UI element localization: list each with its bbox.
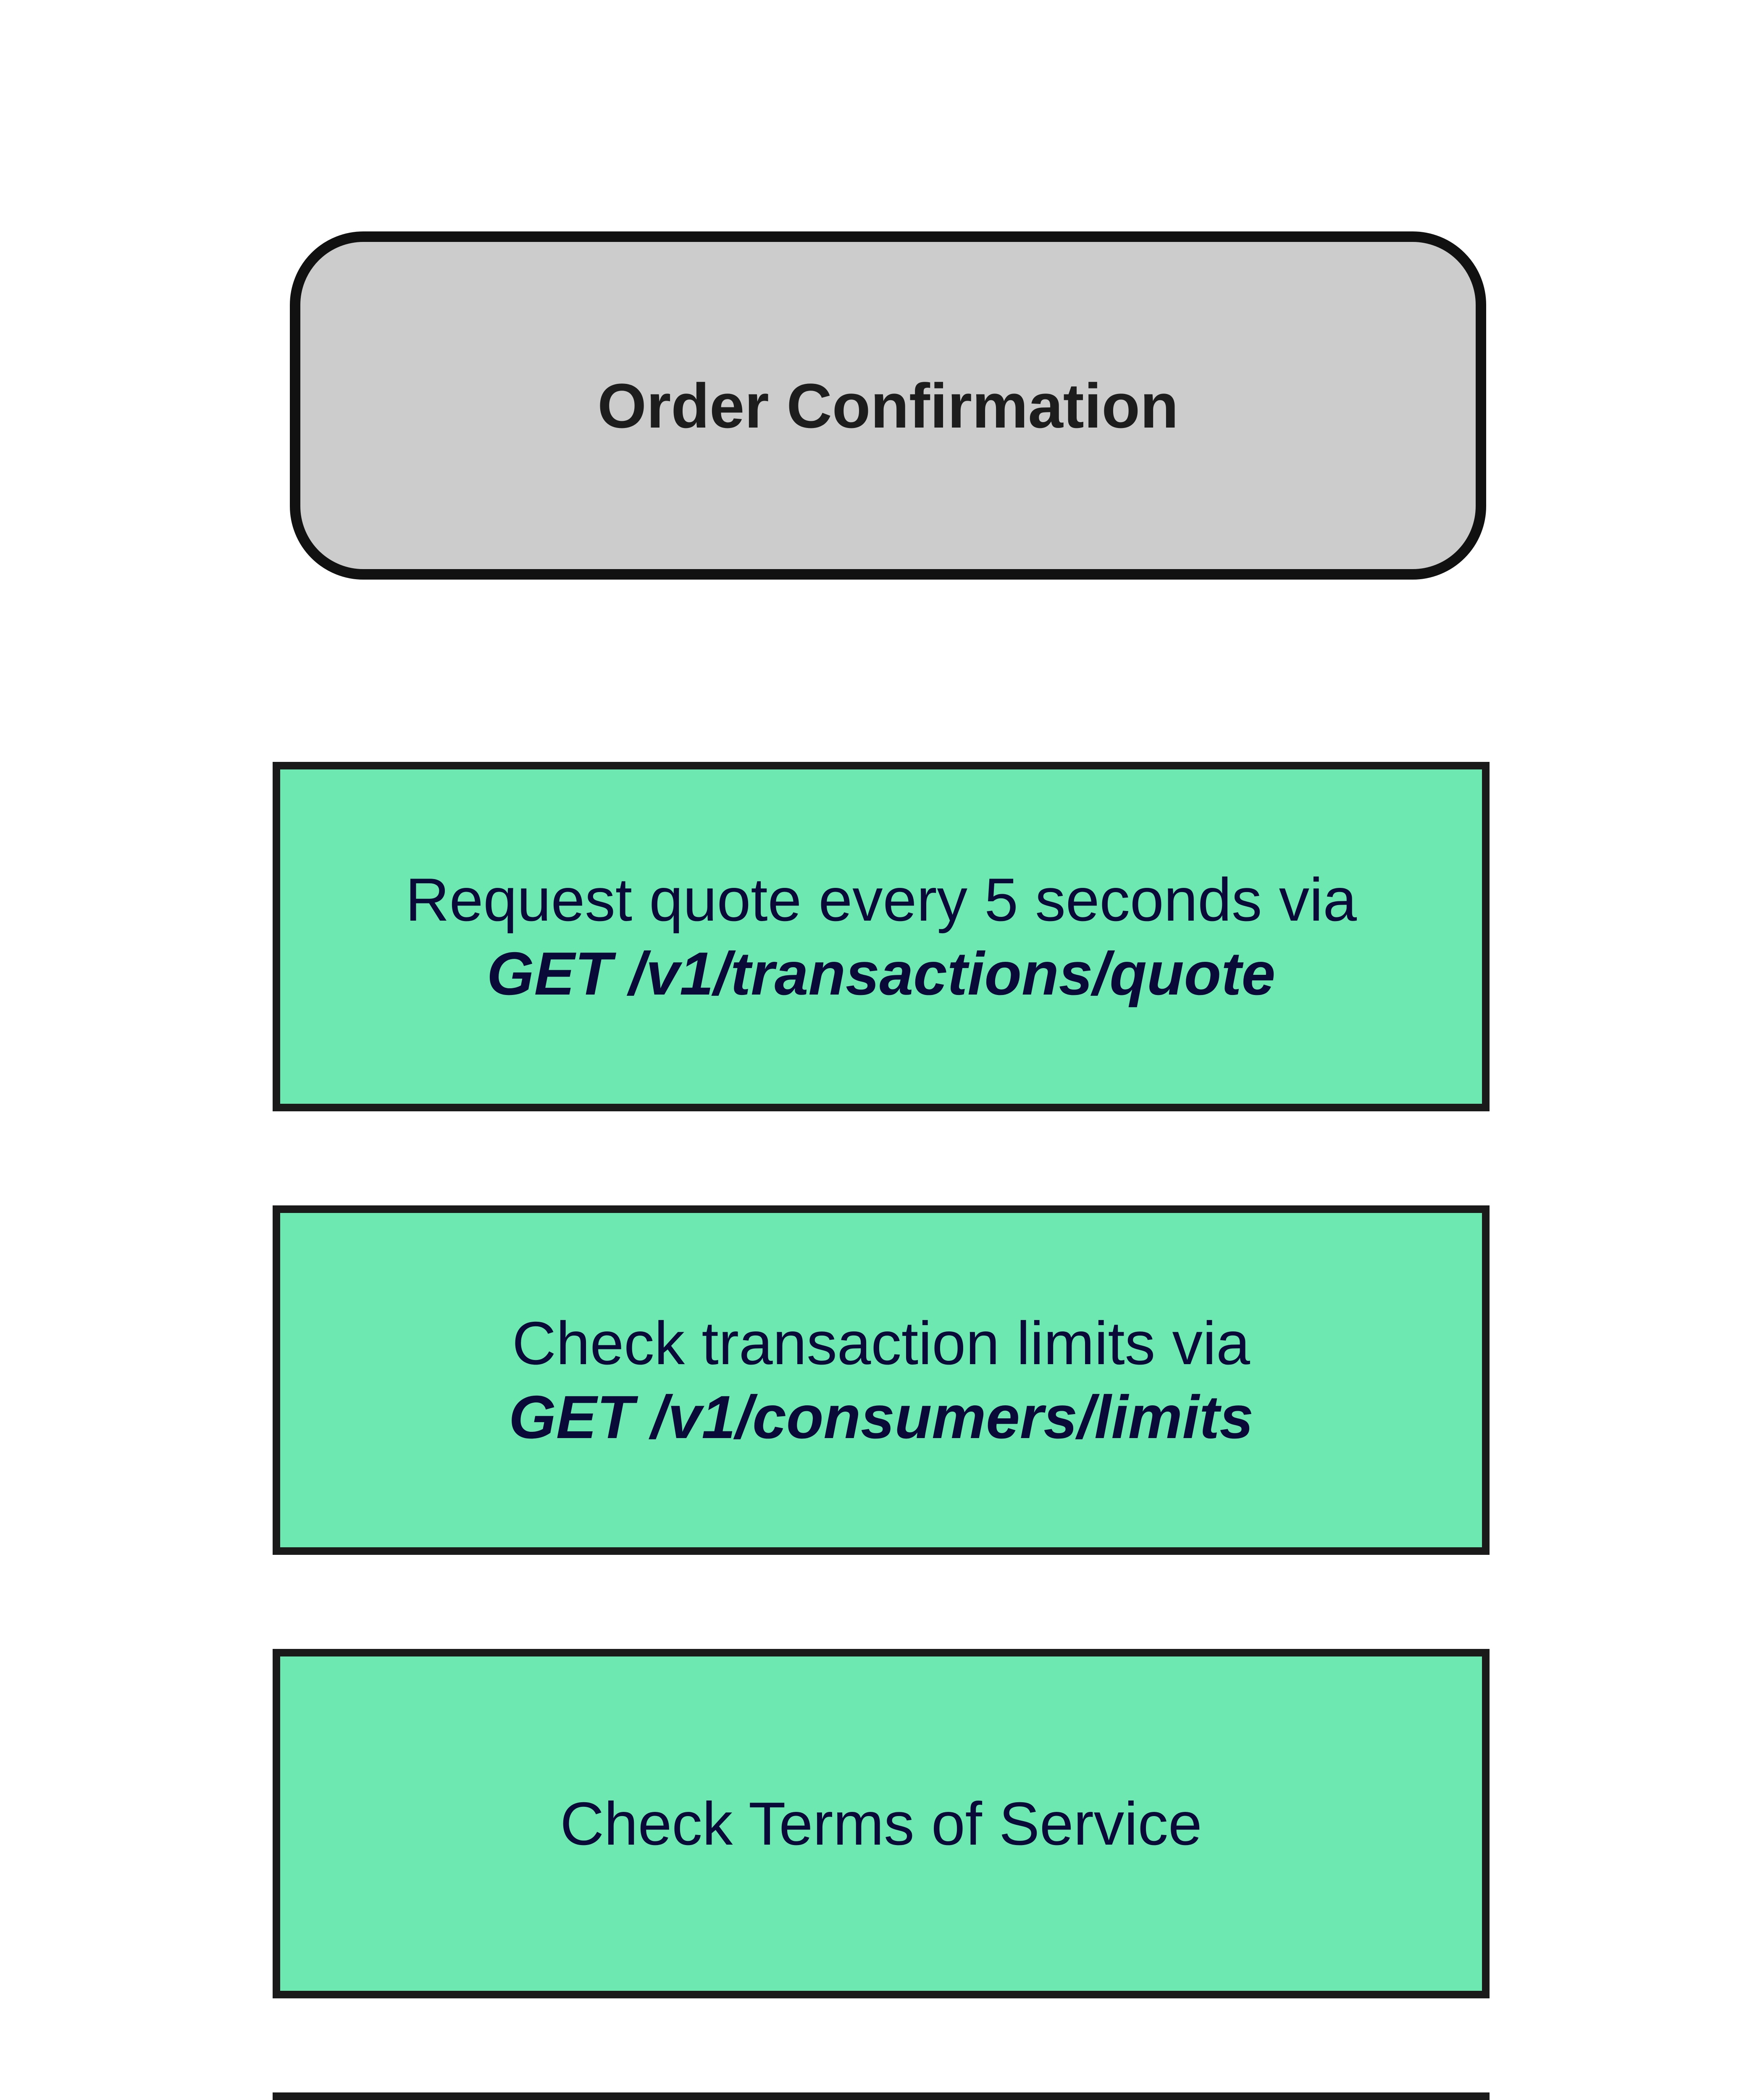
node-request-quote-label: Request quote every 5 seconds via bbox=[405, 866, 1357, 934]
node-request-quote-endpoint: GET /v1/transactions/quote bbox=[486, 940, 1276, 1008]
node-submit-transaction: Submit Transaction via POST /v1/transact… bbox=[273, 2092, 1490, 2100]
node-order-confirmation-label: Order Confirmation bbox=[597, 370, 1179, 441]
node-check-terms-of-service-label: Check Terms of Service bbox=[560, 1790, 1202, 1858]
node-check-transaction-limits: Check transaction limits via GET /v1/con… bbox=[273, 1205, 1490, 1555]
node-check-terms-of-service: Check Terms of Service bbox=[273, 1649, 1490, 1998]
node-check-transaction-limits-label: Check transaction limits via bbox=[512, 1309, 1250, 1377]
node-order-confirmation: Order Confirmation bbox=[290, 231, 1486, 580]
node-check-transaction-limits-endpoint: GET /v1/consumers/limits bbox=[509, 1383, 1253, 1451]
node-request-quote: Request quote every 5 seconds via GET /v… bbox=[273, 762, 1490, 1111]
